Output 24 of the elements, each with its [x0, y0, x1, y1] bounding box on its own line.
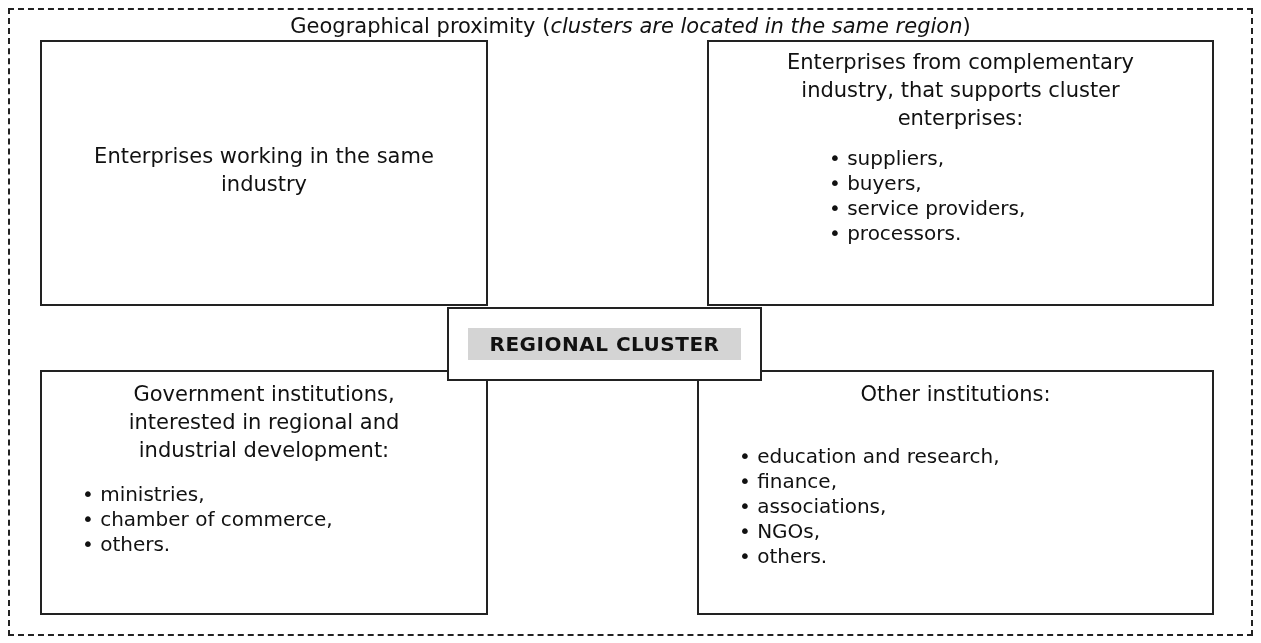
content-box [40, 370, 488, 615]
box-text: Enterprises working in the same industry [93, 143, 435, 198]
list-item: • associations, [739, 494, 888, 519]
list-item: • processors. [829, 221, 963, 246]
list-item: • buyers, [829, 171, 923, 196]
box-heading: Government institutions, interested in regional and industrial development: [127, 381, 401, 464]
box-heading: Other institutions: [859, 381, 1052, 408]
box-heading: Enterprises from complementary industry, that supports cluster enterprises: [786, 49, 1135, 132]
center-box [447, 307, 762, 381]
content-box [697, 370, 1214, 615]
dashed-region-border [8, 8, 1253, 636]
cluster-label: REGIONAL CLUSTER [467, 328, 742, 360]
list-item: • NGOs, [739, 519, 822, 544]
list-item: • finance, [739, 469, 839, 494]
list-item: • chamber of commerce, [82, 507, 333, 532]
list-item: • others. [739, 544, 829, 569]
content-box [707, 40, 1214, 306]
region-title: Geographical proximity (clusters are located in the same region) [289, 13, 972, 40]
list-item: • service providers, [829, 196, 1026, 221]
list-item: • suppliers, [829, 146, 946, 171]
content-box [40, 40, 488, 306]
list-item: • ministries, [82, 482, 206, 507]
list-item: • others. [82, 532, 172, 557]
list-item: • education and research, [739, 444, 1000, 469]
